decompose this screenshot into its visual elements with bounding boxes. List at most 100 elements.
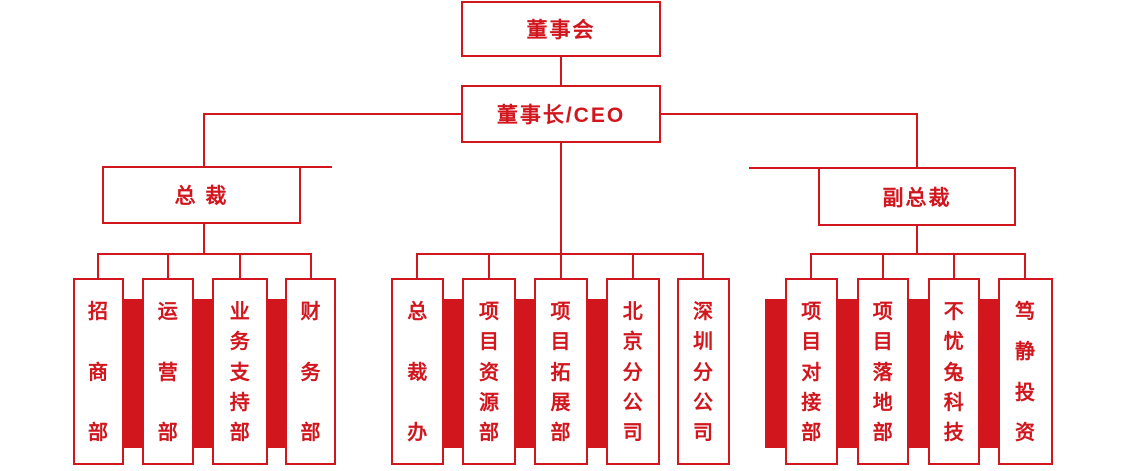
connector-line: [916, 224, 918, 255]
connector-line: [299, 166, 332, 168]
dept-label-char: 落: [872, 361, 893, 384]
dept-label-char: 分: [622, 361, 643, 384]
dept-box: 笃静投资: [997, 278, 1053, 465]
connector-line: [749, 167, 818, 169]
dept-label-char: 部: [88, 422, 108, 444]
connector-line: [1024, 253, 1026, 278]
connector-line: [488, 253, 490, 278]
dept-box: 项目落地部: [856, 278, 909, 465]
dept-label-char: 兔: [943, 361, 964, 384]
dept-label-char: 部: [300, 422, 321, 444]
dept-label-char: 裁: [407, 361, 428, 384]
dept-group-ceo-direct: 总裁办项目资源部项目拓展部北京分公司深圳分公司: [391, 278, 730, 465]
red-divider-block: [267, 299, 285, 448]
dept-label-char: 部: [479, 422, 499, 444]
dept-label-char: 部: [157, 422, 178, 444]
red-divider-block: [587, 299, 606, 448]
dept-box: 深圳分公司: [676, 278, 730, 465]
dept-label-char: 业: [229, 301, 250, 323]
dept-label-char: 深: [693, 301, 713, 323]
dept-label-char: 资: [479, 361, 499, 384]
dept-box: 财务部: [285, 278, 336, 465]
connector-line: [810, 253, 812, 278]
dept-label-char: 对: [801, 361, 822, 384]
dept-label-char: 静: [1015, 341, 1035, 364]
dept-label-char: 圳: [693, 331, 713, 354]
red-divider-block: [909, 299, 928, 448]
dept-label-char: 办: [407, 422, 428, 444]
dept-label-char: 分: [693, 361, 713, 384]
connector-line: [952, 253, 955, 278]
dept-box: 项目拓展部: [533, 278, 588, 465]
dept-box: 项目资源部: [462, 278, 516, 465]
red-divider-block: [765, 299, 785, 448]
dept-group-vice-president: 项目对接部项目落地部不忧兔科技笃静投资: [765, 278, 1053, 465]
dept-label-char: 资: [1015, 421, 1035, 444]
connector-line: [97, 253, 312, 255]
dept-label-char: 部: [801, 422, 822, 444]
dept-label-char: 支: [229, 361, 250, 384]
connector-line: [661, 113, 916, 115]
red-divider-block: [980, 299, 998, 448]
node-vice-president: 副总裁: [818, 167, 1016, 226]
dept-group-president: 招商部运营部业务支持部财务部: [72, 278, 336, 465]
connector-line: [203, 113, 205, 166]
red-divider-block: [193, 299, 212, 448]
dept-label-char: 项: [872, 301, 893, 323]
dept-label-char: 招: [88, 301, 108, 323]
dept-label-char: 京: [622, 331, 643, 354]
connector-line: [97, 253, 99, 278]
dept-box: 业务支持部: [212, 278, 268, 465]
dept-label-char: 展: [550, 391, 571, 414]
dept-label-char: 接: [801, 391, 822, 414]
dept-label-char: 营: [157, 361, 178, 384]
dept-label-char: 技: [943, 422, 964, 444]
dept-label-char: 务: [229, 331, 250, 354]
dept-label-char: 科: [943, 391, 964, 414]
dept-label-char: 目: [872, 331, 893, 354]
connector-line: [559, 253, 562, 278]
dept-label-char: 部: [229, 422, 250, 444]
dept-label-char: 源: [479, 391, 499, 414]
dept-label-char: 商: [88, 361, 108, 384]
dept-label-char: 务: [300, 361, 321, 384]
connector-line: [416, 253, 418, 278]
dept-label-char: 司: [622, 422, 643, 444]
dept-label-char: 目: [550, 331, 571, 354]
node-president: 总 裁: [102, 166, 301, 224]
connector-line: [702, 253, 704, 278]
dept-label-char: 项: [550, 301, 571, 323]
dept-box: 北京分公司: [606, 278, 660, 465]
dept-label-char: 笃: [1015, 301, 1035, 323]
connector-line: [203, 113, 463, 115]
connector-line: [238, 253, 241, 278]
dept-label-char: 北: [622, 301, 643, 323]
connector-line: [560, 141, 562, 255]
dept-label-char: 财: [300, 301, 321, 323]
connector-line: [810, 253, 1026, 255]
dept-label-char: 项: [801, 301, 822, 323]
dept-label-char: 部: [872, 422, 893, 444]
red-divider-block: [443, 299, 462, 448]
spacer: [660, 278, 677, 465]
connector-line: [203, 222, 205, 255]
dept-box: 总裁办: [391, 278, 444, 465]
dept-label-char: 拓: [550, 361, 571, 384]
connector-line: [881, 253, 884, 278]
dept-label-char: 公: [622, 391, 643, 414]
dept-label-char: 地: [872, 391, 893, 414]
dept-label-char: 目: [479, 331, 499, 354]
dept-label-char: 司: [693, 422, 713, 444]
connector-line: [916, 113, 918, 167]
dept-box: 项目对接部: [785, 278, 838, 465]
dept-label-char: 不: [943, 301, 964, 323]
dept-label-char: 忧: [943, 331, 964, 354]
node-board: 董事会: [461, 1, 661, 57]
dept-label-char: 持: [229, 391, 250, 414]
red-divider-block: [516, 299, 534, 448]
red-divider-block: [837, 299, 857, 448]
connector-line: [560, 57, 562, 85]
dept-label-char: 总: [407, 301, 428, 323]
dept-label-char: 投: [1015, 381, 1035, 404]
connector-line: [631, 253, 634, 278]
